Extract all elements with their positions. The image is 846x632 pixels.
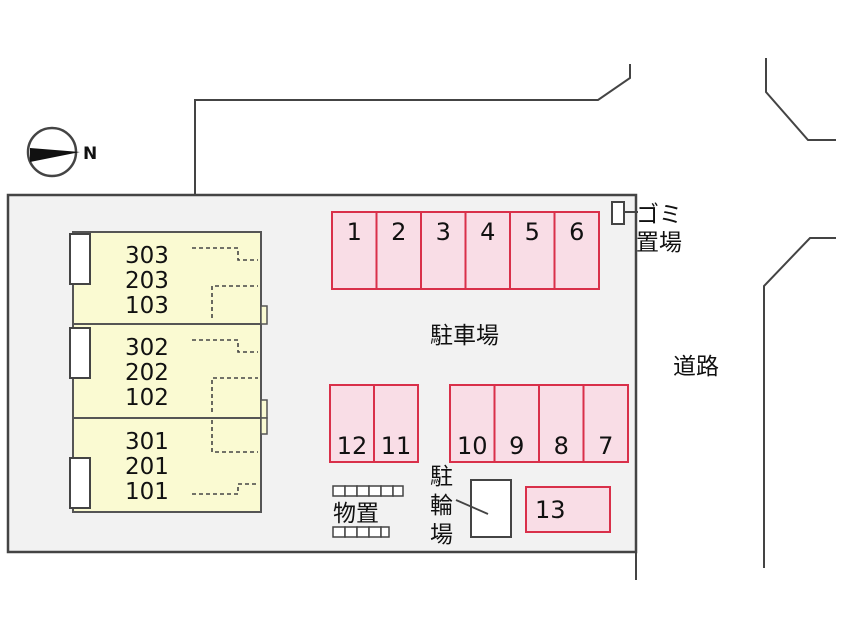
parking-space [449,384,496,463]
parking-row-lower-right: 10 9 8 7 [449,384,629,463]
parking-space-number: 5 [525,218,540,246]
parking-space [538,384,585,463]
unit-number: 103 [125,293,169,319]
parking-space [375,211,422,290]
north-letter: N [83,144,97,164]
interior-dashed-lines [192,247,258,495]
parking-space-number: 4 [480,218,495,246]
road-label: 道路 [673,354,719,380]
parking-lot-label: 駐車場 [430,323,499,349]
parking-space-number: 8 [554,432,569,460]
storage-shed: 物置 [332,485,404,538]
unit-number: 201 [125,454,169,480]
storage-grid-top [332,485,404,497]
parking-space [331,211,378,290]
parking-space [493,384,540,463]
garbage-label-line1: ゴミ [636,202,682,228]
parking-space-number: 1 [347,218,362,246]
parking-row-top: 1 2 3 4 5 6 [331,211,600,290]
parking-space-number: 6 [569,218,584,246]
unit-number: 102 [125,385,169,411]
unit-number: 202 [125,360,169,386]
unit-number: 302 [125,335,169,361]
parking-space-number: 11 [381,432,412,460]
bicycle-label-char-3: 場 [430,522,453,548]
stair-box-top [69,233,91,285]
parking-space [464,211,511,290]
bicycle-label-char-2: 輪 [430,493,453,519]
parking-space [525,486,611,533]
building-nub-middle [260,399,268,419]
bicycle-label-char-1: 駐 [430,464,453,490]
garbage-box [611,201,625,225]
stair-box-middle [69,327,91,379]
bicycle-parking: 駐 輪 場 [430,464,512,548]
parking-space [582,384,629,463]
parking-space [420,211,467,290]
parking-space-number: 13 [535,496,566,524]
building-nub-top [260,305,268,325]
parking-space-number: 10 [457,432,488,460]
compass: N [26,126,97,178]
building-nub-bottom [260,417,268,435]
parking-space-extra: 13 [525,486,611,533]
stair-box-bottom [69,457,91,509]
parking-space-number: 12 [337,432,368,460]
unit-number: 101 [125,479,169,505]
parking-space-number: 3 [436,218,451,246]
unit-number: 301 [125,429,169,455]
garbage-label-line2: 置場 [636,230,682,256]
garbage-area: ゴミ 置場 [611,201,682,256]
parking-space-number: 9 [509,432,524,460]
parking-space [553,211,600,290]
storage-label: 物置 [333,501,379,527]
road-lines [194,58,836,580]
unit-number: 303 [125,243,169,269]
unit-number: 203 [125,268,169,294]
parking-space-number: 2 [391,218,406,246]
north-arrow-icon [30,148,80,162]
parking-space-number: 7 [598,432,613,460]
storage-grid-bottom [332,526,390,538]
parking-space [373,384,419,463]
parking-row-lower-left: 12 11 [329,384,419,463]
parking-space [329,384,375,463]
